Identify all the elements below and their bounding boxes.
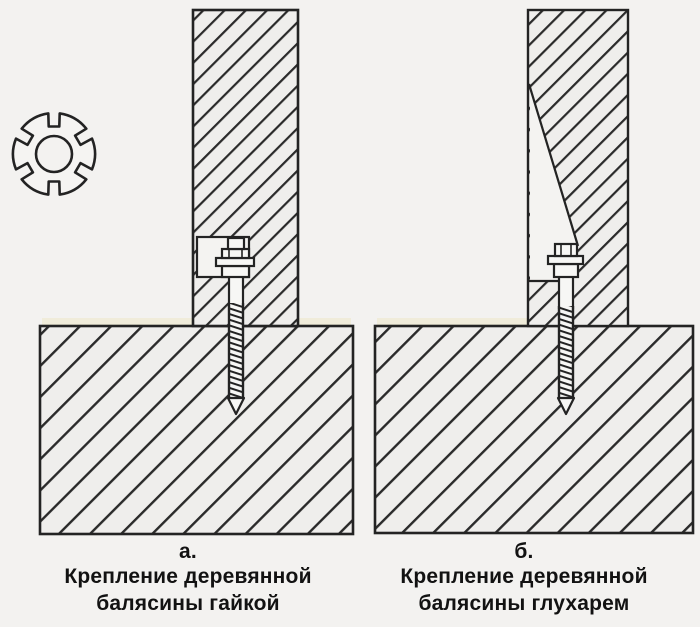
screw-tip-a: [226, 396, 246, 416]
caption-a: а. Крепление деревянной балясины гайкой: [30, 541, 346, 617]
hex-head-b: [553, 242, 579, 258]
diagram-b: [373, 8, 695, 535]
collar-a: [220, 264, 251, 279]
base-highlight-b: [377, 318, 577, 326]
caption-b-line1: Крепление деревянной: [400, 565, 648, 588]
bolt-thread-a: [228, 303, 244, 398]
angled-recess-b: [530, 85, 578, 281]
caption-b-label: б.: [514, 540, 534, 563]
caption-b-line2: балясины глухарем: [418, 592, 630, 615]
diagram-a: [38, 8, 355, 536]
collar-b: [552, 262, 580, 279]
lag-screw-b: [546, 242, 585, 416]
caption-b: б. Крепление деревянной балясины глухаре…: [366, 541, 682, 617]
washer-b: [546, 254, 585, 266]
washer-a: [214, 256, 256, 268]
caption-a-line2: балясины гайкой: [96, 592, 280, 615]
baluster-post-a: [191, 8, 300, 328]
lock-washer-icon: [11, 112, 97, 196]
screw-tip-b: [556, 396, 576, 416]
stud-end-a: [226, 236, 246, 251]
bolt-shank-a: [227, 274, 245, 307]
hanger-bolt-a: [214, 236, 256, 416]
recess-slant-edge-b: [527, 83, 580, 247]
hex-nut-a: [220, 247, 251, 260]
screw-shank-b: [557, 274, 575, 310]
base-board-a: [38, 324, 355, 536]
lock-washer-hole: [34, 134, 74, 174]
caption-a-label: а.: [179, 540, 197, 563]
caption-a-line1: Крепление деревянной: [64, 565, 312, 588]
screw-thread-b: [558, 306, 574, 398]
base-board-b: [373, 324, 695, 535]
